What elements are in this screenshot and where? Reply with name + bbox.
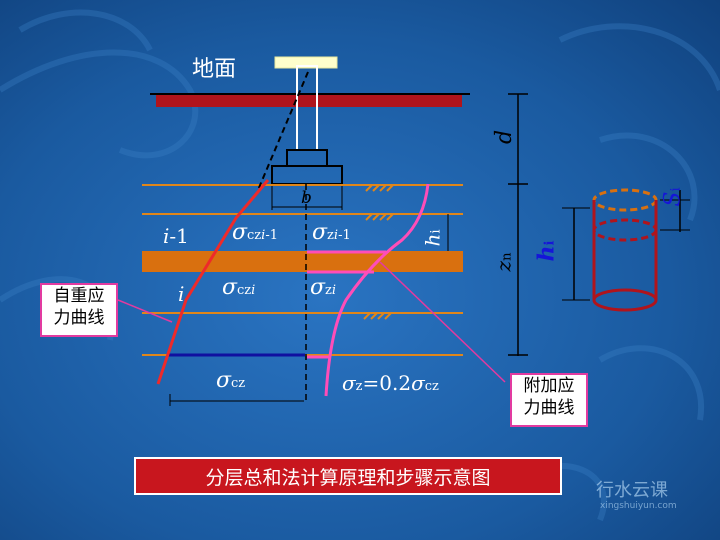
settlement-label: Si — [660, 187, 686, 207]
sigma-czi-var: i — [251, 283, 256, 298]
watermark-url: xingshuiyun.com — [600, 501, 677, 511]
depth-zn-label: zn — [491, 252, 516, 272]
formula-rhs-sub: cz — [424, 379, 439, 394]
sigma-zi-var: i — [331, 283, 337, 298]
layer-i-minus-1-rest: -1 — [169, 224, 189, 248]
sigma-symbol: σ — [411, 371, 425, 395]
sigma-symbol: σ — [232, 220, 248, 245]
sigma-czi-minus-1-prefix: cz — [247, 228, 262, 243]
layer-thickness-var: h — [420, 233, 445, 247]
diagram-caption: 分层总和法计算原理和步骤示意图 — [134, 457, 562, 495]
settlement-var: S — [660, 191, 686, 207]
background-swirls — [0, 9, 720, 522]
callout-self-weight-line-2: 力曲线 — [53, 308, 105, 328]
sigma-zi-minus-1-label: σzi-1 — [312, 222, 351, 244]
formula-label: σz=0.2σcz — [342, 373, 439, 393]
callout-self-weight: 自重应 力曲线 — [40, 283, 118, 337]
callout-self-weight-line-1: 自重应 — [53, 286, 105, 306]
sigma-zi-minus-1-var: i — [333, 228, 339, 243]
ground-label: 地面 — [192, 57, 237, 82]
callout-additional-line-2: 力曲线 — [523, 398, 575, 418]
depth-zn-sub: n — [499, 252, 515, 261]
layer-band — [142, 251, 463, 272]
sigma-zi-label: σzi — [310, 277, 336, 299]
footing-width-label: b — [301, 188, 312, 208]
depth-zn-var: z — [491, 260, 516, 272]
cylinder-h-sub: i — [542, 240, 558, 246]
column-cap — [274, 56, 338, 69]
load-spread-line — [257, 71, 309, 191]
ground-slab — [156, 95, 462, 107]
callout-leader-left — [117, 299, 173, 323]
layer-i-minus-1-var: i — [163, 224, 170, 248]
formula-lhs-sub: z — [355, 379, 363, 394]
sigma-symbol: σ — [216, 368, 232, 393]
callout-additional-stress: 附加应 力曲线 — [510, 373, 588, 427]
sigma-symbol: σ — [342, 371, 356, 395]
watermark-title: 行水云课 — [596, 480, 668, 501]
cylinder-element-icon — [592, 188, 658, 312]
ground-hatch-icon — [363, 184, 394, 320]
formula-mid: =0.2 — [362, 371, 412, 395]
sigma-zi-minus-1-prefix: z — [327, 228, 334, 243]
cylinder-h-label: hi — [533, 240, 560, 262]
sigma-zi-prefix: z — [325, 283, 332, 298]
sigma-czi-prefix: cz — [237, 283, 252, 298]
depth-d-label: d — [492, 129, 518, 145]
settlement-sub: i — [668, 187, 684, 192]
callout-additional-line-1: 附加应 — [523, 376, 575, 396]
cylinder-h-var: h — [533, 245, 560, 262]
sigma-symbol: σ — [312, 220, 328, 245]
layer-thickness-sub: i — [428, 229, 444, 234]
layer-thickness-label: hi — [420, 229, 445, 247]
additional-stress-curve — [324, 183, 430, 397]
callout-leader-right — [379, 261, 506, 383]
sigma-czi-minus-1-var: i — [261, 228, 266, 243]
sigma-czi-minus-1-label: σczi-1 — [232, 222, 278, 244]
sigma-czi-minus-1-rest: -1 — [265, 228, 279, 243]
sigma-symbol: σ — [310, 275, 326, 300]
layer-i-minus-1-label: i-1 — [163, 226, 189, 246]
sigma-cz-label: σcz — [216, 370, 245, 392]
sigma-symbol: σ — [222, 275, 238, 300]
sigma-czi-label: σczi — [222, 277, 255, 299]
layer-i-label: i — [178, 282, 185, 306]
sigma-cz-sub: cz — [231, 376, 246, 391]
self-weight-stress-curve — [156, 179, 270, 385]
sigma-zi-minus-1-rest: -1 — [338, 228, 351, 243]
